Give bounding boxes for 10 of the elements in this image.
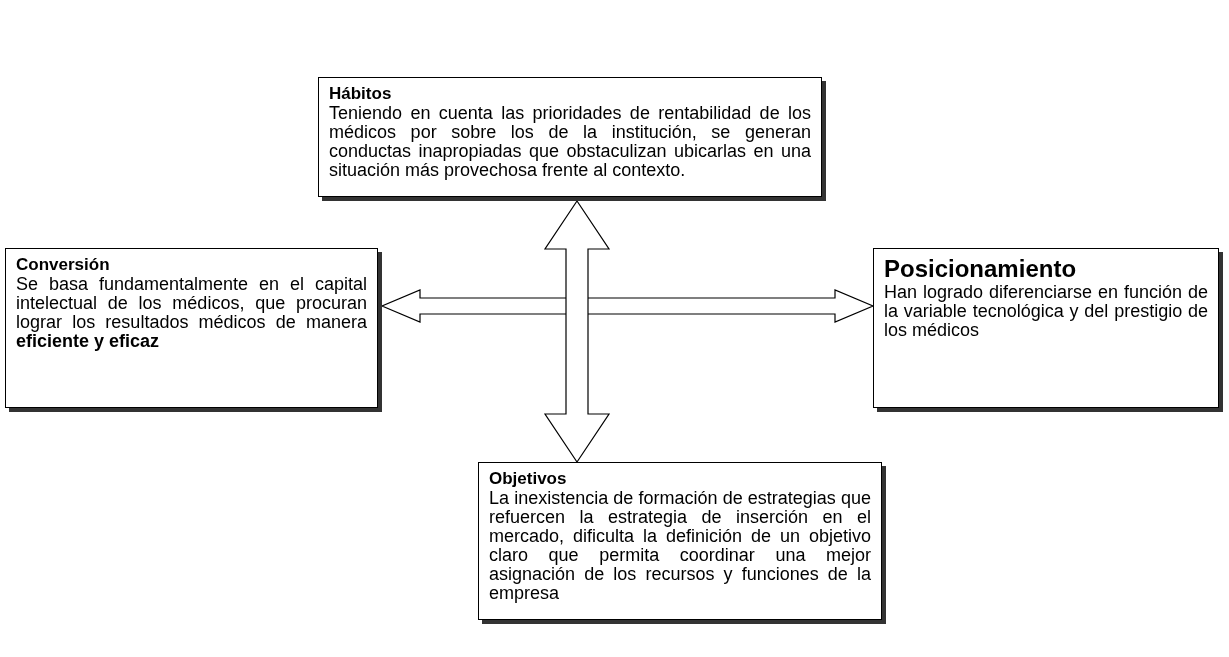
box-heading: Hábitos: [329, 84, 393, 104]
box-body: Se basa fundamentalmente en el capital intelectual de los médicos, que procuran lograr los resultados médicos de manera eficiente y eficaz: [16, 275, 367, 351]
double-arrow: [380, 289, 875, 323]
box-heading: Posicionamiento: [884, 255, 1078, 283]
box-heading: Conversión: [16, 255, 111, 275]
box-body: Han logrado diferenciarse en función de la variable tecnológica y del prestigio de los médicos: [884, 283, 1208, 340]
box-body: La inexistencia de formación de estrategias que refuercen la estrategia de inserción en el mercado, dificulta la definición de un objetivo claro que permita coordinar una mejor asignación de los recursos y funciones de la empresa: [489, 489, 871, 603]
double-arrow: [543, 199, 611, 464]
box-heading: Objetivos: [489, 469, 568, 489]
box-body: Teniendo en cuenta las prioridades de rentabilidad de los médicos por sobre los de la institución, se generan conductas inapropiadas que obstaculizan ubicarlas en una situación más provechosa frente al contexto.: [329, 104, 811, 180]
